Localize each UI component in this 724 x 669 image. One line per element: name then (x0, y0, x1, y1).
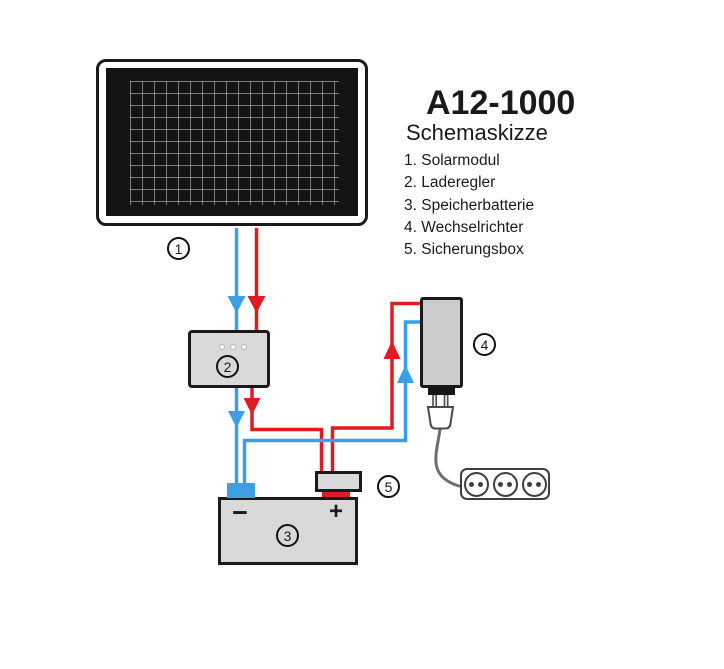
legend-item: 1. Solarmodul (404, 152, 500, 169)
plug-body (426, 406, 455, 430)
arrowhead-blue-down-controller (228, 411, 245, 428)
controller-led-icon (241, 344, 247, 350)
battery-plus-label: + (328, 498, 344, 525)
inverter-socket-bar (428, 387, 455, 395)
solar-panel (96, 59, 368, 226)
solar-panel-glass (106, 68, 358, 216)
outlet-hole (469, 481, 474, 487)
power-strip (460, 468, 550, 500)
solar-panel-grid (130, 81, 339, 205)
page-subtitle: Schemaskizze (406, 120, 548, 145)
plug-prong-left (432, 393, 438, 409)
arrowhead-blue-down-panel (227, 296, 246, 313)
arrowhead-red-down-controller (243, 398, 261, 415)
outlet-hole (507, 481, 512, 487)
legend-item: 4. Wechselrichter (404, 218, 524, 236)
fuse-box (315, 471, 362, 492)
callout-fuse-box: 5 (377, 475, 400, 498)
callout-battery: 3 (276, 524, 299, 547)
callout-inverter: 4 (473, 333, 496, 356)
legend-item: 5. Sicherungsbox (404, 241, 524, 259)
outlet-hole (498, 481, 503, 487)
legend-item: 3. Speicherbatterie (404, 196, 535, 214)
outlet-hole (536, 481, 541, 487)
wire-red-fusebox-to-inverter (330, 301, 420, 472)
battery-terminal-negative (227, 483, 255, 498)
plug-cable (434, 427, 461, 488)
callout-charge-controller: 2 (216, 355, 239, 378)
power-outlet (463, 471, 489, 497)
wire-red-controller-to-fusebox (250, 388, 324, 472)
arrowhead-red-up-inverter (383, 341, 401, 359)
legend-item: 2. Laderegler (404, 174, 496, 192)
controller-led-icon (230, 344, 236, 350)
callout-solar-module: 1 (167, 237, 190, 260)
outlet-hole (527, 481, 532, 487)
battery-minus-label: − (232, 497, 248, 528)
fuse-box-connector (322, 491, 350, 499)
power-outlet (492, 471, 518, 497)
arrowhead-red-down-panel (247, 296, 266, 313)
controller-led-icon (219, 344, 225, 350)
inverter (420, 297, 463, 388)
legend: 1. Solarmodul 2. Laderegler 3. Speicherb… (404, 150, 534, 261)
outlet-hole (478, 481, 483, 487)
arrowhead-blue-up-inverter (397, 365, 414, 383)
plug-prong-right (443, 393, 449, 409)
power-outlet (521, 471, 547, 497)
power-plug (426, 393, 455, 430)
wire-blue-battery-to-inverter (242, 320, 420, 486)
page-title: A12-1000 (426, 84, 576, 122)
